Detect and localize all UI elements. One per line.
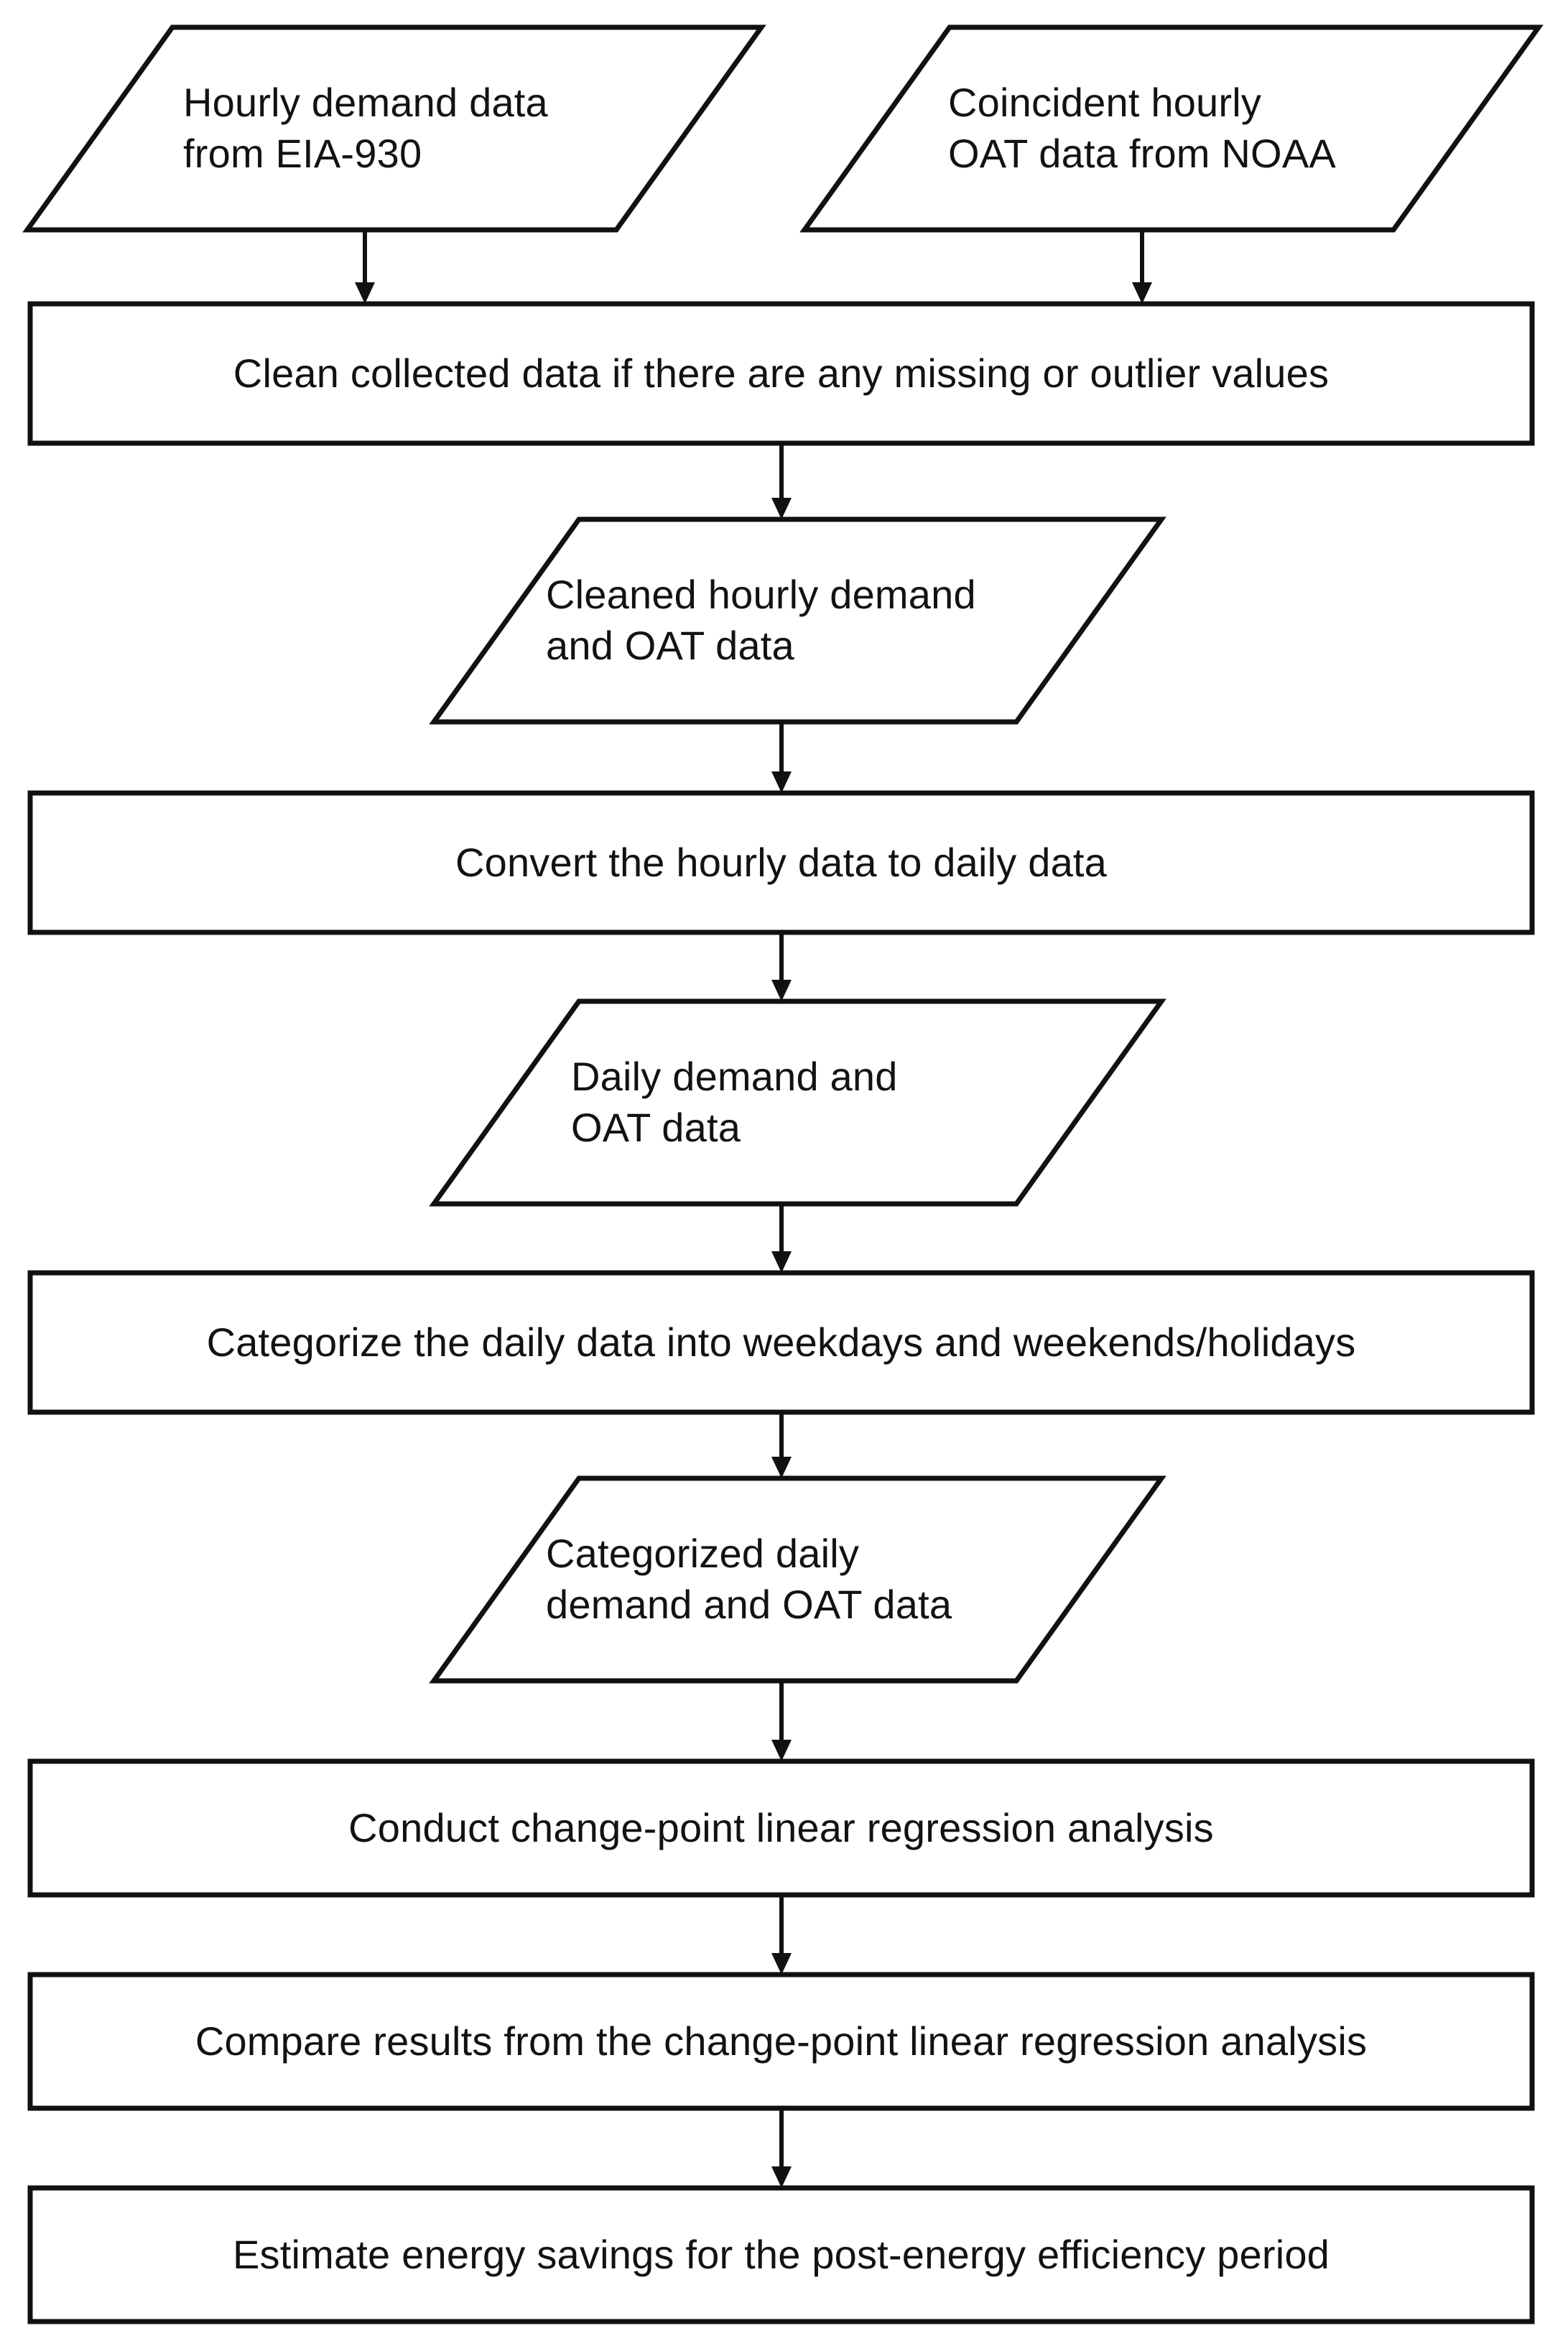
arrow-convert-to-daily-data [771,932,792,1001]
node-shape-clean-collected-data[interactable] [27,301,1535,446]
arrow-hourly-demand-to-clean [355,230,375,304]
node-shape-compare-results[interactable] [27,1972,1535,2111]
node-shape-conduct-regression[interactable] [27,1758,1535,1898]
node-shape-daily-demand-oat-data[interactable] [429,998,1166,1207]
arrow-conduct-to-compare [771,1895,792,1975]
arrow-daily-data-to-categorize [771,1204,792,1273]
node-shape-categorize-daily-data[interactable] [27,1270,1535,1415]
node-shape-hourly-demand-data[interactable] [22,24,766,233]
arrow-cleaned-data-to-convert [771,722,792,793]
arrow-categorized-data-to-conduct [771,1681,792,1761]
node-shape-categorized-daily-data[interactable] [429,1475,1166,1684]
node-shape-cleaned-hourly-data[interactable] [429,516,1166,725]
node-shape-coincident-oat-data[interactable] [799,24,1544,233]
arrow-clean-to-cleaned-data [771,443,792,519]
arrow-compare-to-estimate [771,2108,792,2188]
node-shape-convert-hourly-to-daily[interactable] [27,790,1535,935]
arrow-categorize-to-categorized-data [771,1412,792,1478]
arrow-coincident-oat-to-clean [1132,230,1152,304]
node-shape-estimate-savings[interactable] [27,2185,1535,2324]
